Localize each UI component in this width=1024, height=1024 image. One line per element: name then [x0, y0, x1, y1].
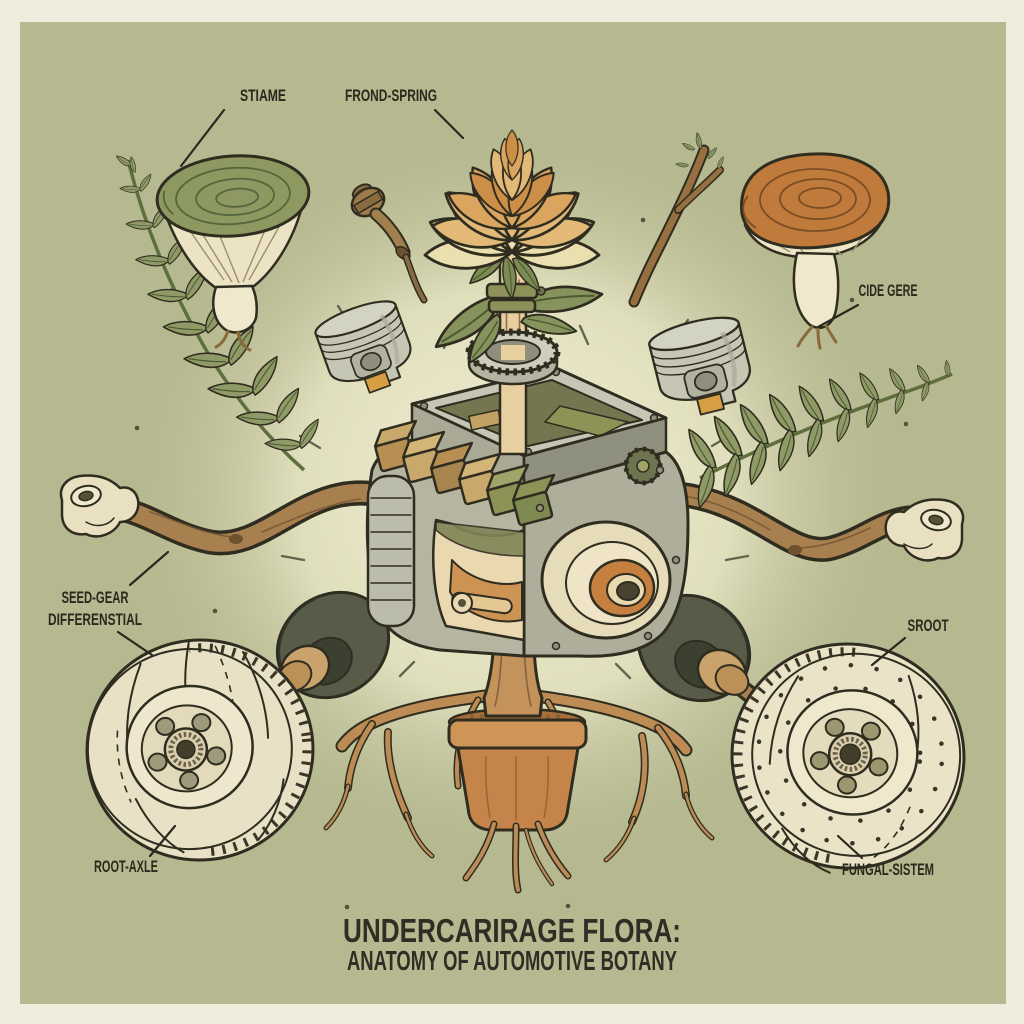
part-labels: STIAME FROND-SPRING CIDE GERE SEED-GEAR …	[48, 87, 949, 879]
poster-subtitle: ANATOMY OF AUTOMOTIVE BOTANY	[347, 945, 677, 976]
label-sroot: SROOT	[908, 617, 949, 635]
bone-joint-left	[59, 474, 140, 538]
label-root-axle: ROOT-AXLE	[94, 858, 158, 876]
leader-seed-gear-lower	[116, 630, 154, 657]
leader-frond-spring	[433, 108, 465, 140]
leader-seed-gear-upper	[128, 550, 170, 587]
leader-cide-gere	[816, 303, 860, 329]
label-seed-gear-line1: SEED-GEAR	[62, 589, 129, 607]
cylinder-blocks	[373, 419, 556, 527]
alternator-ribs	[366, 474, 416, 628]
bone-joint-right	[884, 498, 965, 562]
leader-root-axle	[148, 824, 177, 858]
olive-mushroom-illustration	[155, 154, 311, 352]
lug-holes-left	[147, 713, 227, 790]
spark-plug-twig-illustration	[350, 183, 428, 304]
label-cide-gere: CIDE GERE	[859, 282, 918, 300]
leafy-twig-illustration	[628, 132, 728, 308]
orange-mushroom-illustration	[740, 152, 891, 350]
fern-right-illustration	[684, 360, 954, 509]
fern-left-illustration	[115, 151, 327, 472]
leader-lines	[116, 108, 907, 860]
label-frond-spring: FROND-SPRING	[345, 87, 437, 105]
title-block: UNDERCARIRAGE FLORA: ANATOMY OF AUTOMOTI…	[343, 912, 681, 976]
leader-fungal-sistem	[836, 834, 864, 860]
poster-title: UNDERCARIRAGE FLORA:	[343, 912, 681, 949]
label-seed-gear-line2: DIFFERENSTIAL	[48, 611, 142, 629]
leader-sroot	[870, 636, 907, 667]
pot-rim	[447, 718, 588, 750]
brake-disc-right-illustration	[730, 642, 966, 874]
brake-disc-left-illustration	[85, 638, 315, 862]
pot-body	[456, 746, 580, 832]
root-pot-illustration	[323, 634, 715, 894]
label-fungal-sistem: FUNGAL-SISTEM	[842, 861, 934, 879]
engine-block-illustration	[365, 366, 690, 658]
lug-holes-right	[809, 717, 889, 795]
frond-spring-flower-illustration	[423, 129, 604, 364]
leader-stiame	[179, 108, 226, 168]
label-stiame: STIAME	[240, 87, 286, 105]
